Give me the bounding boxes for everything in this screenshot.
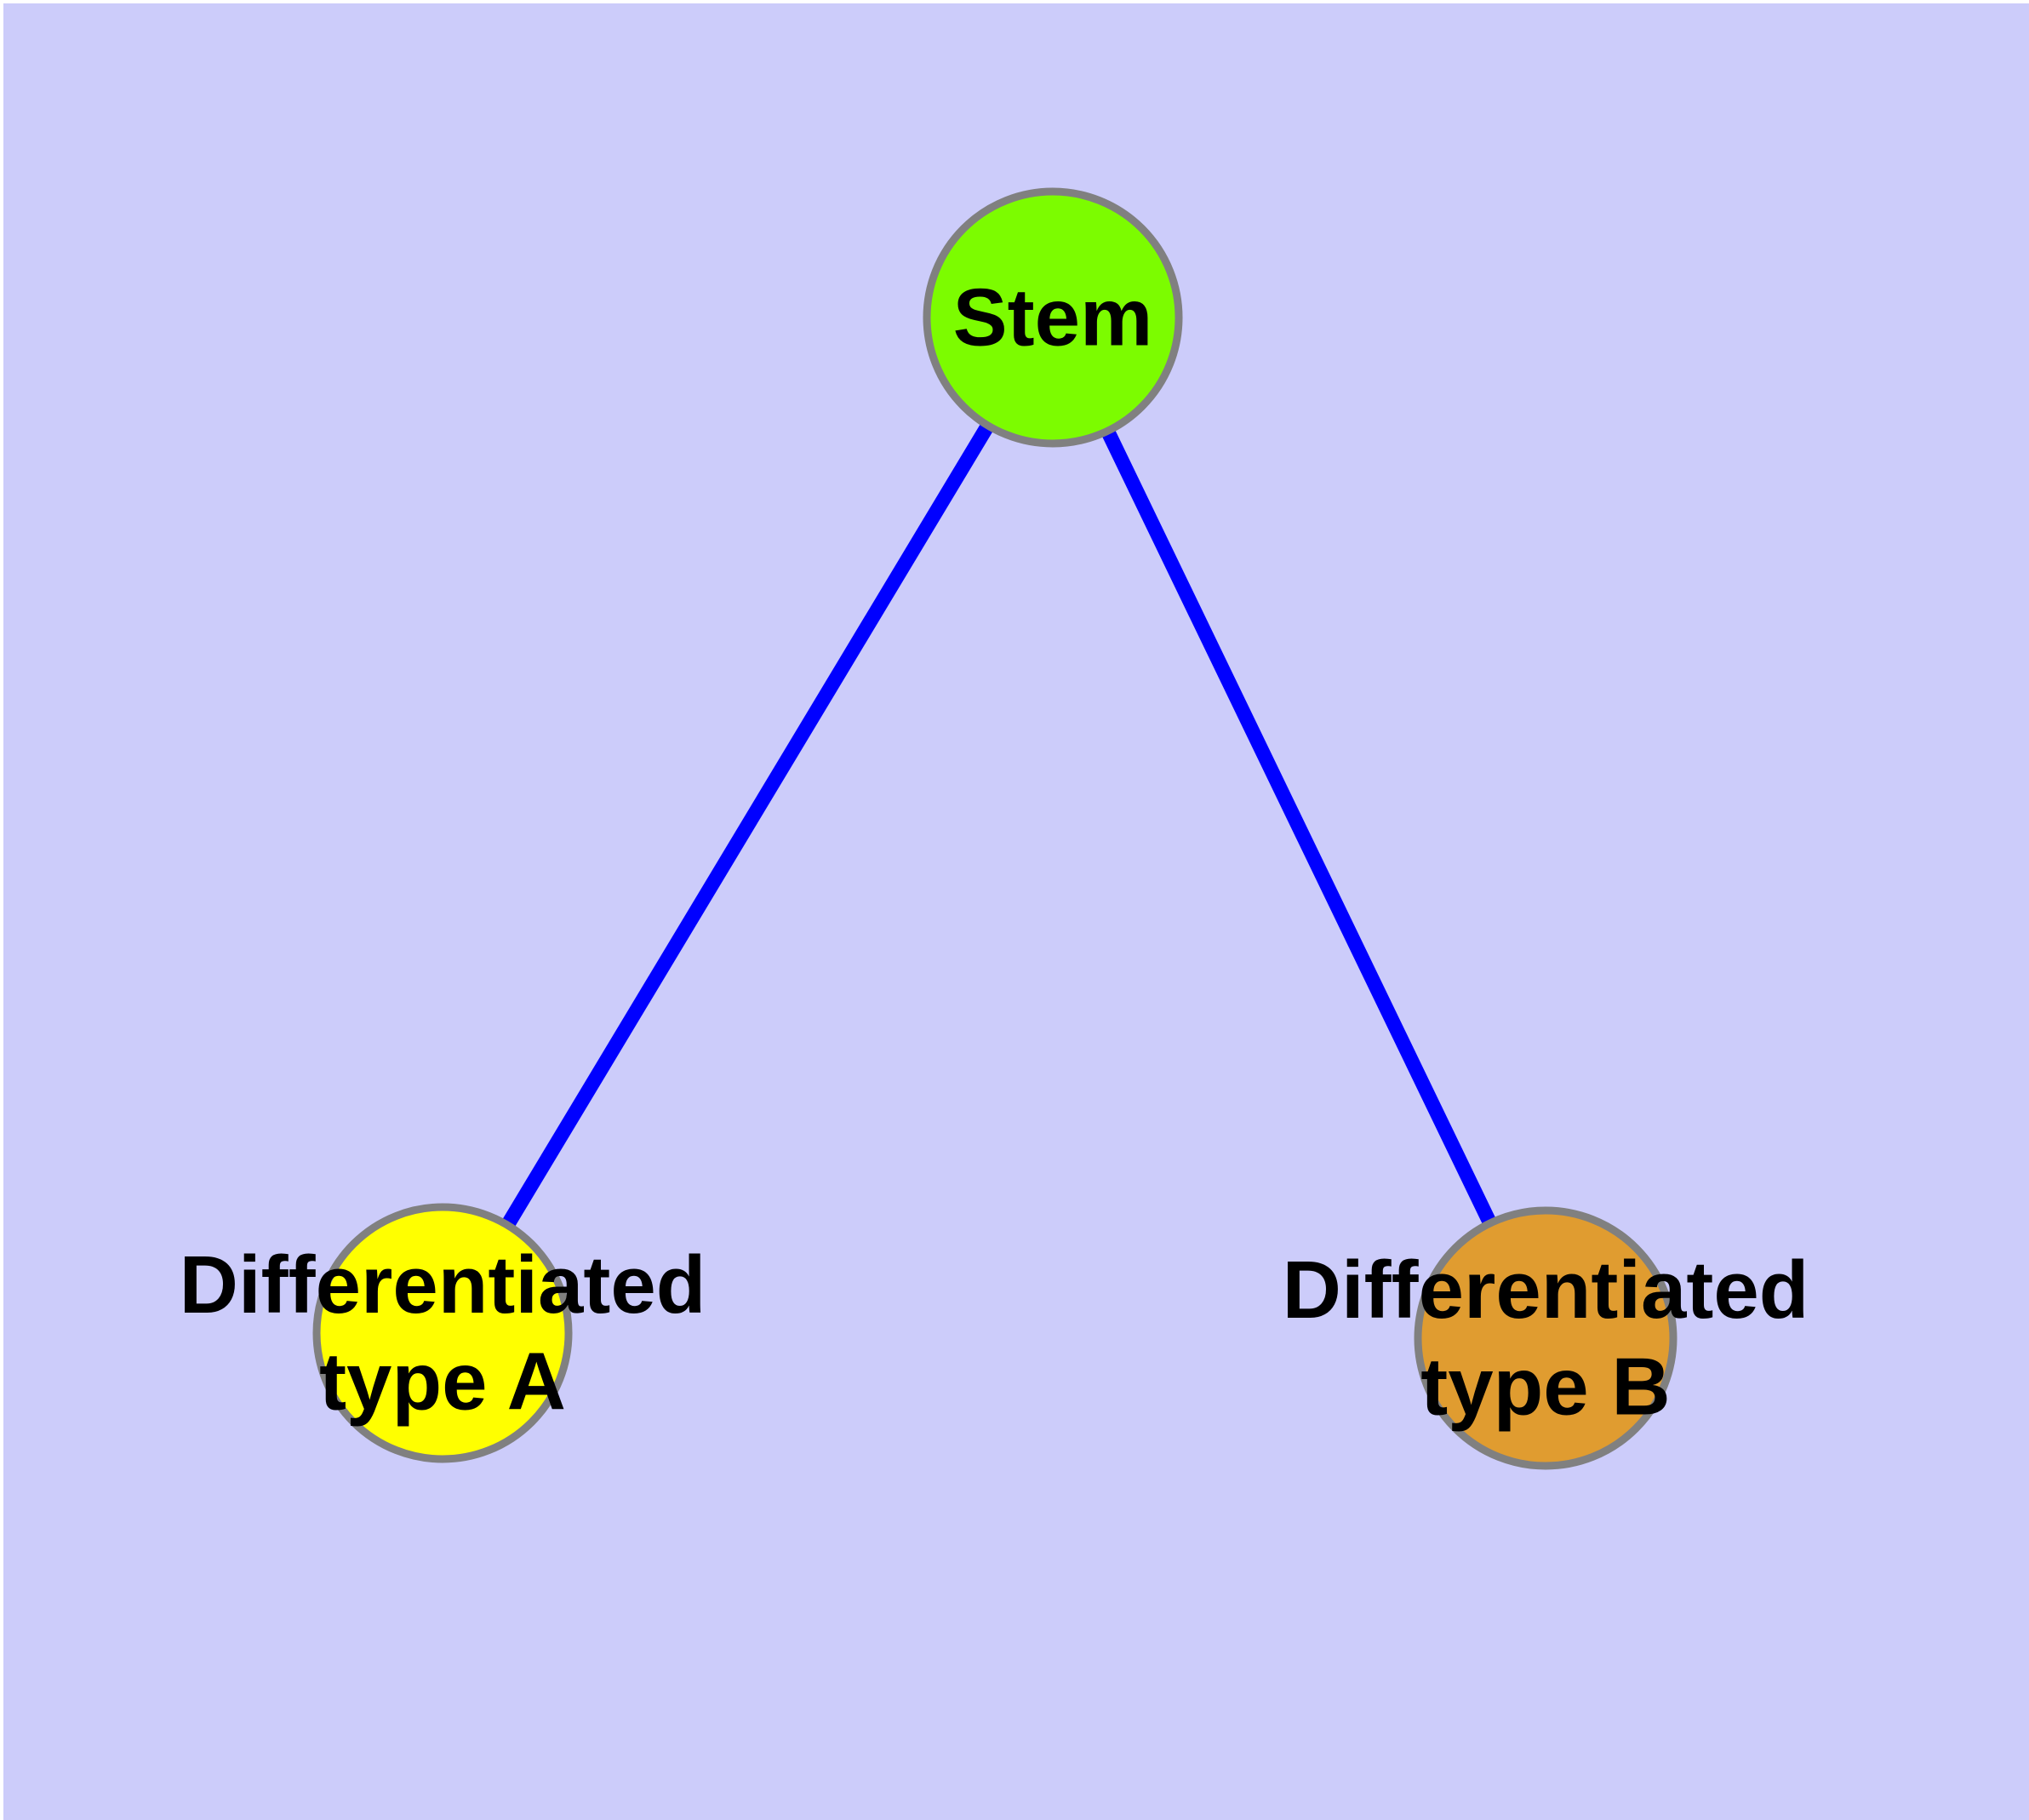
canvas-top-margin (0, 0, 2029, 3)
edge-layer (436, 313, 1552, 1342)
node-stem-label: Stem (953, 272, 1153, 363)
node-stem-circle[interactable] (923, 187, 1183, 448)
label-line: type B (1420, 1341, 1670, 1432)
label-line: Differentiated (1283, 1245, 1809, 1336)
label-line: type A (319, 1336, 566, 1427)
node-differentiated-type-a-circle[interactable] (312, 1203, 573, 1463)
node-differentiated-type-a[interactable] (312, 1203, 573, 1463)
label-line: Differentiated (180, 1239, 706, 1331)
node-stem[interactable] (923, 187, 1183, 448)
edge-stem-to-differentiated-type-b[interactable] (1046, 314, 1552, 1342)
node-differentiated-type-b-circle[interactable] (1414, 1206, 1677, 1470)
edge-stem-to-differentiated-type-a[interactable] (436, 313, 1060, 1337)
label-line: Stem (953, 272, 1153, 363)
node-differentiated-type-b[interactable] (1414, 1206, 1677, 1470)
canvas-left-margin (0, 0, 3, 1820)
